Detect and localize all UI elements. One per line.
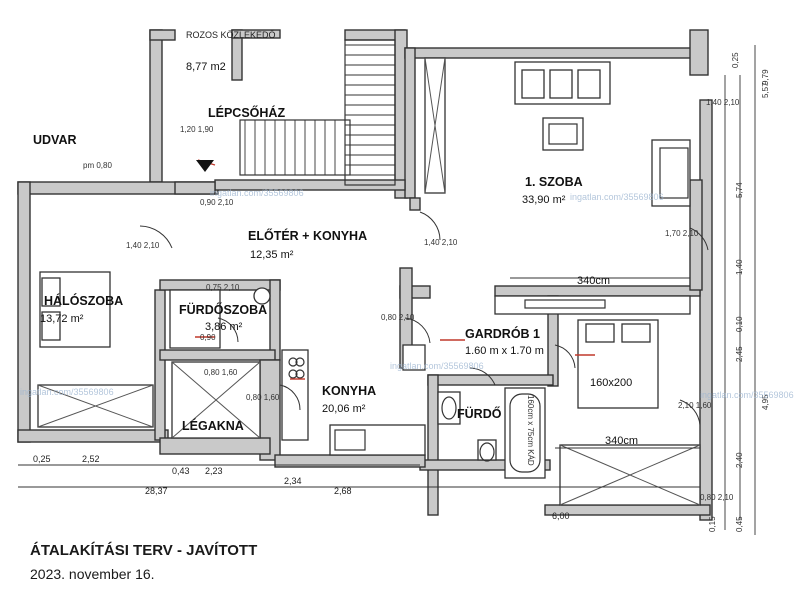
door-mark: 1,40 2,10 <box>126 241 160 250</box>
bed-size-label: 160x200 <box>590 377 632 389</box>
watermark: ingatlan.com/35569806 <box>390 361 484 371</box>
door-mark: 0,90 2,10 <box>200 198 234 207</box>
room-furdoszoba-name: FÜRDŐSZOBA <box>179 302 267 317</box>
dim-label: 0,25 <box>731 52 740 68</box>
dim-label: 1,40 <box>735 259 744 275</box>
door-mark: 0,80 1,60 <box>204 368 238 377</box>
width-bottom-label: 340cm <box>605 435 638 447</box>
door-marks: 1,20 1,90 pm 0,80 0,90 2,10 1,40 2,10 1,… <box>83 98 740 502</box>
door-mark: 1,70 2,10 <box>665 229 699 238</box>
coffee-table <box>542 117 584 151</box>
room-rozos-area: 8,77 m2 <box>186 61 226 73</box>
door-mark: 1,40 2,10 <box>706 98 740 107</box>
dim-label: 0,43 <box>172 466 190 476</box>
dim-label: 2,34 <box>284 476 302 486</box>
door-mark: 0,80 2,10 <box>381 313 415 322</box>
door-mark: 0,75 2,10 <box>206 283 240 292</box>
room-rozos-name: ROZOS KÖZLEKEDŐ <box>186 30 276 40</box>
room-legakna-name: LÉGAKNA <box>182 418 244 433</box>
room-furdo-name: FÜRDŐ <box>457 406 502 421</box>
watermark: ingatlan.com/35569806 <box>20 387 114 397</box>
staircase <box>239 39 396 186</box>
room-haloszoba-area: 13,72 m² <box>40 313 84 325</box>
room-furdoszoba-area: 3,86 m² <box>205 321 243 333</box>
dim-label: 0,45 <box>735 516 744 532</box>
door-mark: 1,20 1,90 <box>180 125 214 134</box>
dim-label: 2,68 <box>334 486 352 496</box>
door-mark: 2,10 1,60 <box>678 401 712 410</box>
room-lepcsohaz-name: LÉPCSŐHÁZ <box>208 105 285 120</box>
door-mark: 0,80 2,10 <box>700 493 734 502</box>
watermark: ingatlan.com/35569806 <box>700 390 794 400</box>
dim-label: 6,00 <box>552 511 570 521</box>
doors <box>139 159 709 426</box>
sofa-right <box>651 139 691 207</box>
dim-label: 2,52 <box>82 454 100 464</box>
room-eloter-area: 12,35 m² <box>250 249 294 261</box>
dim-label: 2,45 <box>735 346 744 362</box>
room-labels: ROZOS KÖZLEKEDŐ 8,77 m2 LÉPCSŐHÁZ UDVAR … <box>33 30 583 433</box>
bathtub-label: 160cm x 75cm KÁD <box>526 395 535 466</box>
room-gardrob-name: GARDRÓB 1 <box>465 326 540 341</box>
room-haloszoba-name: HÁLÓSZOBA <box>44 293 123 308</box>
door-mark: 0,80 1,60 <box>246 393 280 402</box>
door-mark: pm 0,80 <box>83 161 112 170</box>
room-konyha-area: 20,06 m² <box>322 403 366 415</box>
room-udvar-name: UDVAR <box>33 133 77 147</box>
room-eloter-name: ELŐTÉR + KONYHA <box>248 228 367 243</box>
dim-label: 4,95 <box>761 394 770 410</box>
watermark: ingatlan.com/35569806 <box>570 192 664 202</box>
dim-label: 2,40 <box>735 452 744 468</box>
bathtub <box>504 387 546 479</box>
dim-label: 5,57 <box>761 82 770 98</box>
dimension-labels: 0,25 2,52 0,43 2,23 2,34 28,37 2,68 6,00… <box>33 52 770 532</box>
door-mark: 1,40 2,10 <box>424 238 458 247</box>
dim-label: 0,10 <box>735 316 744 332</box>
width-top-label: 340cm <box>577 275 610 287</box>
room-szoba1-area: 33,90 m² <box>522 194 566 206</box>
dim-label: 28,37 <box>145 486 168 496</box>
walls <box>17 29 713 521</box>
watermarks: ingatlan.com/35569806 ingatlan.com/35569… <box>20 188 794 400</box>
dim-label: 9,79 <box>761 69 770 85</box>
room-gardrob-size: 1.60 m x 1.70 m <box>465 345 544 357</box>
dim-label: 0,25 <box>33 454 51 464</box>
dimension-lines <box>18 45 756 535</box>
dim-label: 2,23 <box>205 466 223 476</box>
plan-title: ÁTALAKÍTÁSI TERV - JAVÍTOTT <box>30 542 258 559</box>
dim-label: 0,15 <box>708 516 717 532</box>
plan-date: 2023. november 16. <box>30 566 155 582</box>
watermark: ingatlan.com/35569806 <box>210 188 304 198</box>
door-mark: 0,90 <box>200 333 216 342</box>
furniture <box>37 57 701 506</box>
furniture-labels: 160x200 160cm x 75cm KÁD 340cm 340cm <box>526 275 638 466</box>
room-szoba1-name: 1. SZOBA <box>525 175 583 189</box>
room-konyha-name: KONYHA <box>322 384 376 398</box>
dim-label: 5,74 <box>735 182 744 198</box>
